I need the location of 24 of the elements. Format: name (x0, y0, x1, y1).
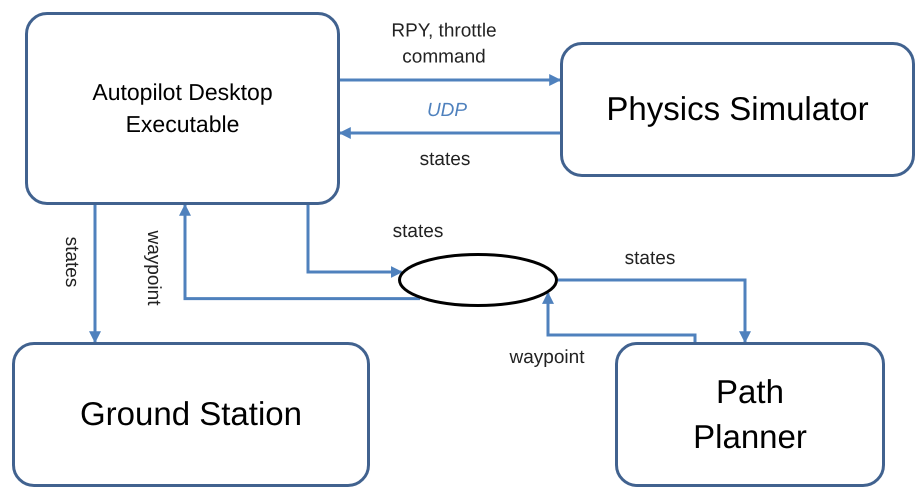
node-label: Physics Simulator (606, 89, 869, 130)
process-box (615, 342, 885, 487)
arrow (306, 205, 403, 278)
protocol-label: UDP (426, 99, 468, 124)
node-label: Autopilot Desktop Executable (91, 78, 274, 138)
arrow (340, 74, 562, 86)
arrow (89, 205, 101, 344)
ellipse-node (398, 253, 558, 307)
arrow (338, 127, 560, 139)
edge-label: states (392, 220, 444, 244)
process-box (12, 342, 370, 487)
node-label: Ground Station (80, 394, 302, 434)
edge-label: states (624, 247, 676, 272)
arrow (542, 292, 696, 342)
process-box (560, 42, 915, 177)
arrow (179, 204, 420, 300)
edge-label: states (420, 148, 470, 172)
process-box (25, 12, 340, 205)
node-label: Path Planner (692, 372, 808, 456)
edge-label: waypoint (510, 346, 584, 370)
edge-label: states (60, 236, 83, 288)
edge-label: RPY, throttle command (390, 19, 498, 69)
arrow (558, 278, 751, 344)
edge-label: waypoint (142, 230, 165, 306)
